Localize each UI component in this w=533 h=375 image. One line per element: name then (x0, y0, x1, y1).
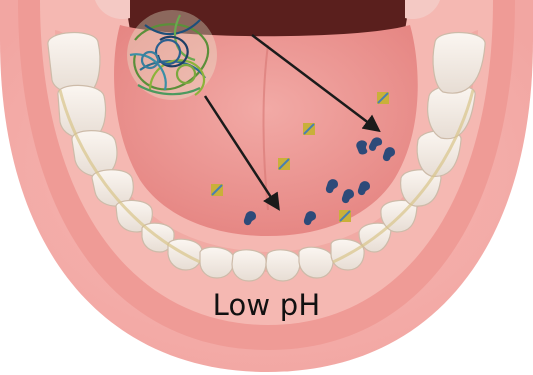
particle-icon (339, 210, 351, 222)
particle-icon (303, 123, 315, 135)
tooth (299, 247, 333, 278)
particle-icon (377, 92, 389, 104)
ph-label: Low pH (0, 288, 533, 322)
particle-icon (211, 184, 223, 196)
tooth (48, 33, 100, 94)
tooth (266, 250, 300, 281)
tooth (200, 247, 234, 278)
nanoparticle-icon (127, 10, 217, 100)
tooth (232, 250, 266, 281)
particle-icon (278, 158, 290, 170)
